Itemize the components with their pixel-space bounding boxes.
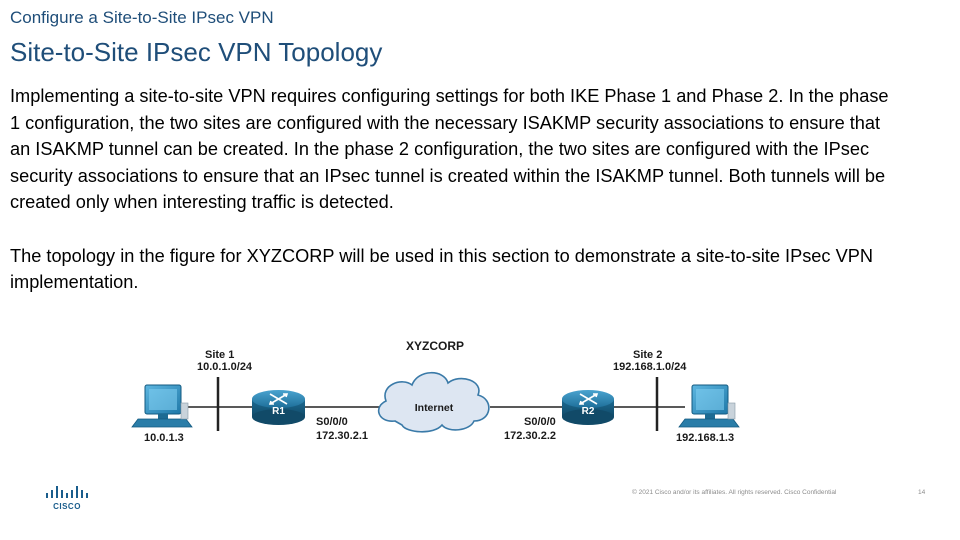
site1-network: 10.0.1.0/24 xyxy=(197,361,253,373)
internet-cloud-icon xyxy=(377,371,490,433)
r2-name: R2 xyxy=(582,406,595,417)
cloud-label: Internet xyxy=(415,402,454,414)
network-topology-diagram: XYZCORP Site 1 10.0.1.0/24 Site 2 192.16… xyxy=(130,333,745,453)
section-title: Configure a Site-to-Site IPsec VPN xyxy=(10,8,274,27)
page-number: 14 xyxy=(918,489,926,496)
r2-router-icon xyxy=(562,390,614,425)
copyright-notice: © 2021 Cisco and/or its affiliates. All … xyxy=(632,489,837,496)
topology-title: XYZCORP xyxy=(406,339,464,353)
pc1-icon xyxy=(131,384,193,428)
body-paragraph-1: Implementing a site-to-site VPN requires… xyxy=(10,86,889,213)
pc2-icon xyxy=(678,384,740,428)
site1-name: Site 1 xyxy=(205,349,234,361)
r1-router-icon xyxy=(252,390,305,425)
pc2-ip: 192.168.1.3 xyxy=(676,432,734,444)
r2-interface: S0/0/0 xyxy=(524,416,556,428)
site2-network: 192.168.1.0/24 xyxy=(613,361,687,373)
pc1-ip: 10.0.1.3 xyxy=(144,432,184,444)
body-text: Implementing a site-to-site VPN requires… xyxy=(10,83,895,296)
r1-ip: 172.30.2.1 xyxy=(316,430,368,442)
site2-name: Site 2 xyxy=(633,349,662,361)
cisco-logo-text: CISCO xyxy=(53,502,81,511)
r2-ip: 172.30.2.2 xyxy=(504,430,556,442)
r1-interface: S0/0/0 xyxy=(316,416,348,428)
slide-title: Site-to-Site IPsec VPN Topology xyxy=(10,37,383,67)
r1-name: R1 xyxy=(272,406,285,417)
cisco-logo: CISCO xyxy=(44,484,90,512)
body-paragraph-2: The topology in the figure for XYZCORP w… xyxy=(10,245,873,293)
